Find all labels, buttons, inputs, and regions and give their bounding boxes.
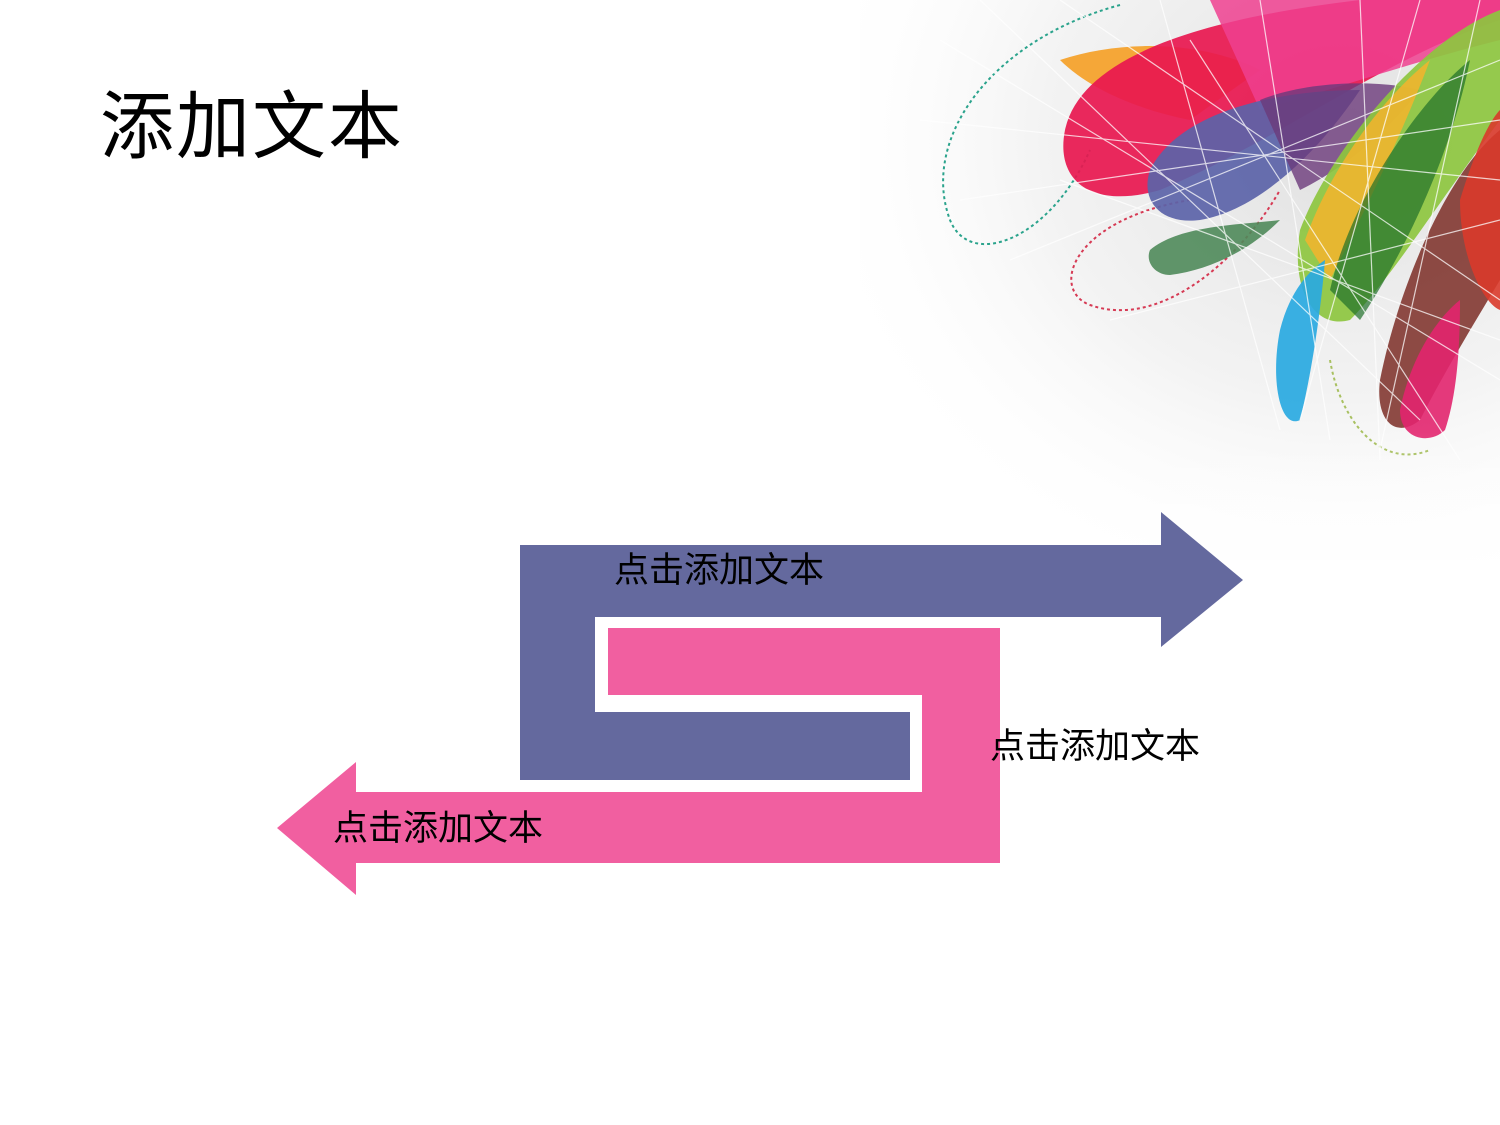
right-side-label[interactable]: 点击添加文本 xyxy=(990,727,1201,767)
bottom-arrow-label[interactable]: 点击添加文本 xyxy=(333,809,544,849)
blue-right-arrow[interactable] xyxy=(520,512,1243,780)
top-arrow-label[interactable]: 点击添加文本 xyxy=(614,551,825,591)
slide-title[interactable]: 添加文本 xyxy=(100,84,404,170)
floral-decoration-image xyxy=(860,0,1500,720)
pink-left-arrow[interactable] xyxy=(277,628,1000,895)
